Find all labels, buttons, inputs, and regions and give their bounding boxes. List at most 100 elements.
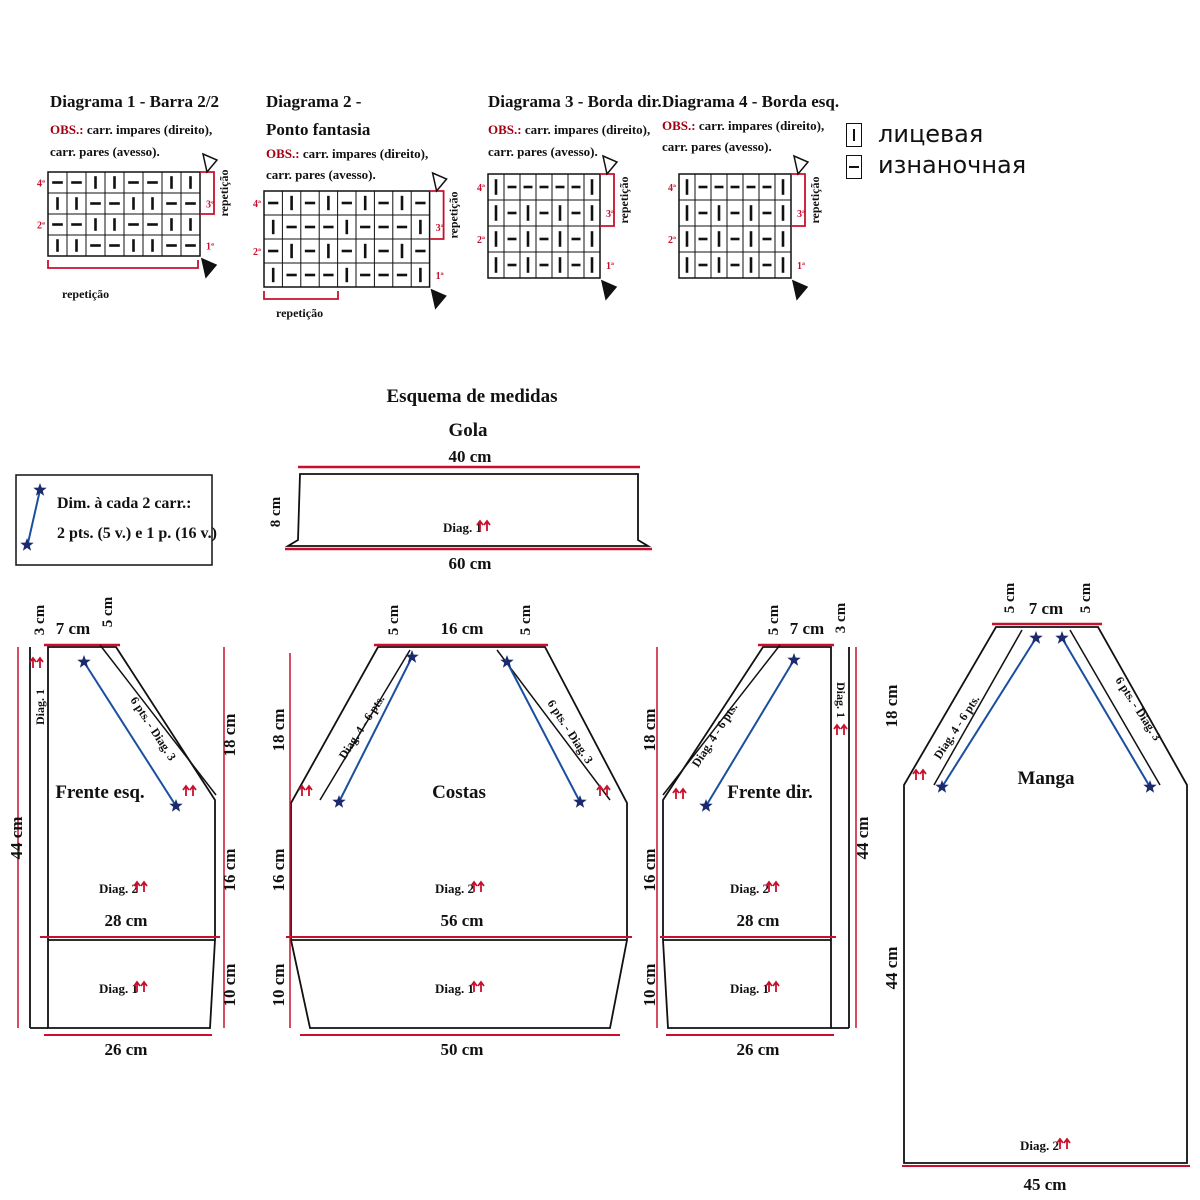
costas-name: Costas xyxy=(432,782,486,803)
knit-stitch-icon xyxy=(781,231,785,247)
manga-diag-body: Diag. 2 xyxy=(1020,1138,1059,1153)
gola-shape xyxy=(284,473,652,547)
purl-stitch-icon xyxy=(185,202,196,205)
purl-stitch-icon xyxy=(746,185,756,189)
diagram-4-obs-1: OBS.: carr. impares (direito), xyxy=(662,118,824,134)
knit-stitch-icon xyxy=(526,257,530,273)
purl-stitch-icon xyxy=(323,225,334,229)
decrease-line xyxy=(705,659,795,807)
up-arrows-icon xyxy=(470,980,485,992)
knit-stitch-icon xyxy=(781,179,785,195)
purl-stitch-icon xyxy=(147,223,158,226)
raglan-line xyxy=(319,649,411,801)
knit-stitch-icon xyxy=(94,176,97,189)
knit-stitch-icon xyxy=(75,197,78,210)
star-icon xyxy=(169,799,183,812)
knit-stitch-icon xyxy=(290,243,293,259)
purl-stitch-icon xyxy=(762,237,772,241)
frente-esq-diag-body: Diag. 2 xyxy=(99,881,138,896)
purl-stitch-icon xyxy=(507,185,517,189)
obs-line: carr. impares (direito), xyxy=(302,146,429,161)
obs-label: OBS.: xyxy=(266,146,300,161)
purl-stitch-icon xyxy=(360,273,371,277)
knit-stitch-icon xyxy=(494,257,498,273)
up-arrows-icon xyxy=(298,784,313,796)
row-number: 4ª xyxy=(253,199,261,210)
costas-raglan-right-width: 5 cm xyxy=(518,604,534,635)
purl-stitch-icon xyxy=(71,223,82,226)
star-icon xyxy=(405,650,419,663)
frente-dir-outline xyxy=(662,646,832,1029)
frente-dir-diag-edge: Diag. 1 xyxy=(834,682,848,718)
knit-stitch-icon xyxy=(685,231,689,247)
knit-stitch-icon xyxy=(685,205,689,221)
knit-stitch-icon xyxy=(494,205,498,221)
purl-stitch-icon xyxy=(571,237,581,241)
frente-dir-neck-width: 7 cm xyxy=(790,619,824,638)
knit-stitch-icon xyxy=(590,179,594,195)
star-icon xyxy=(787,653,801,666)
row-number: 1ª xyxy=(606,261,614,272)
up-arrows-icon xyxy=(765,880,780,892)
star-icon xyxy=(332,795,346,808)
purl-stitch-icon xyxy=(698,263,708,267)
up-arrows-icon xyxy=(672,787,687,799)
purl-stitch-icon xyxy=(730,211,740,215)
purl-stitch-icon xyxy=(360,225,371,229)
frente-esq-body-height: 16 cm xyxy=(220,849,239,892)
purl-stitch-icon xyxy=(762,211,772,215)
knit-stitch-icon xyxy=(590,231,594,247)
knit-stitch-icon xyxy=(717,205,721,221)
obs-line: carr. impares (direito), xyxy=(524,122,651,137)
end-arrow-icon xyxy=(431,171,448,193)
knit-stitch-icon xyxy=(749,231,753,247)
purl-stitch-icon xyxy=(268,249,279,253)
frente-dir-top-margin: 3 cm xyxy=(833,602,849,633)
knit-stitch-icon xyxy=(56,197,59,210)
knit-stitch-icon xyxy=(419,267,422,283)
knit-stitch-icon xyxy=(400,195,404,211)
knit-stitch-icon xyxy=(290,195,293,211)
purl-stitch-icon xyxy=(730,237,740,241)
knit-stitch-icon xyxy=(189,176,192,189)
frente-esq-hem-width: 26 cm xyxy=(105,1040,148,1059)
purl-stitch-icon xyxy=(571,185,581,189)
diagram-1-repeat-label: repetição xyxy=(62,287,110,301)
legend-purl-label: изнаночная xyxy=(878,151,1027,179)
decrease-note-line: 2 pts. (5 v.) e 1 p. (16 v.) xyxy=(57,525,217,542)
purl-stitch-icon xyxy=(730,263,740,267)
knit-stitch-icon xyxy=(749,205,753,221)
end-arrow-icon xyxy=(601,154,619,176)
purl-stitch-icon xyxy=(147,181,158,184)
frente-dir-hem-width: 26 cm xyxy=(737,1040,780,1059)
knit-stitch-icon xyxy=(113,218,116,231)
start-arrow-icon xyxy=(600,279,618,301)
up-arrows-icon xyxy=(133,880,148,892)
diagram-4-title: Diagrama 4 - Borda esq. xyxy=(662,92,840,111)
stitch-repeat-bracket xyxy=(263,291,339,300)
costas-neck-width: 16 cm xyxy=(441,619,484,638)
purl-stitch-icon xyxy=(539,263,549,267)
knit-stitch-icon xyxy=(590,205,594,221)
diagram-2-title-1: Diagrama 2 - xyxy=(266,92,362,111)
up-arrows-icon xyxy=(476,519,491,531)
purl-stitch-icon xyxy=(304,249,316,253)
decrease-line xyxy=(506,661,581,803)
gola-title: Gola xyxy=(448,420,488,441)
row-number: 4ª xyxy=(477,183,485,194)
star-icon xyxy=(573,795,587,808)
purl-stitch-icon xyxy=(571,263,581,267)
raglan-line xyxy=(99,644,217,796)
knit-stitch-icon xyxy=(526,231,530,247)
up-arrows-icon xyxy=(596,784,611,796)
end-arrow-icon xyxy=(792,154,810,176)
up-arrows-icon xyxy=(182,784,197,796)
frente-dir-width: 28 cm xyxy=(737,911,780,930)
diagram-1-obs-2: carr. pares (avesso). xyxy=(50,144,160,159)
knit-stitch-icon xyxy=(494,179,498,195)
row-number: 3ª xyxy=(797,209,805,220)
knit-stitch-icon xyxy=(558,231,562,247)
purl-stitch-icon xyxy=(185,244,196,247)
knit-stitch-icon xyxy=(363,195,367,211)
purl-stitch-icon xyxy=(286,225,297,229)
